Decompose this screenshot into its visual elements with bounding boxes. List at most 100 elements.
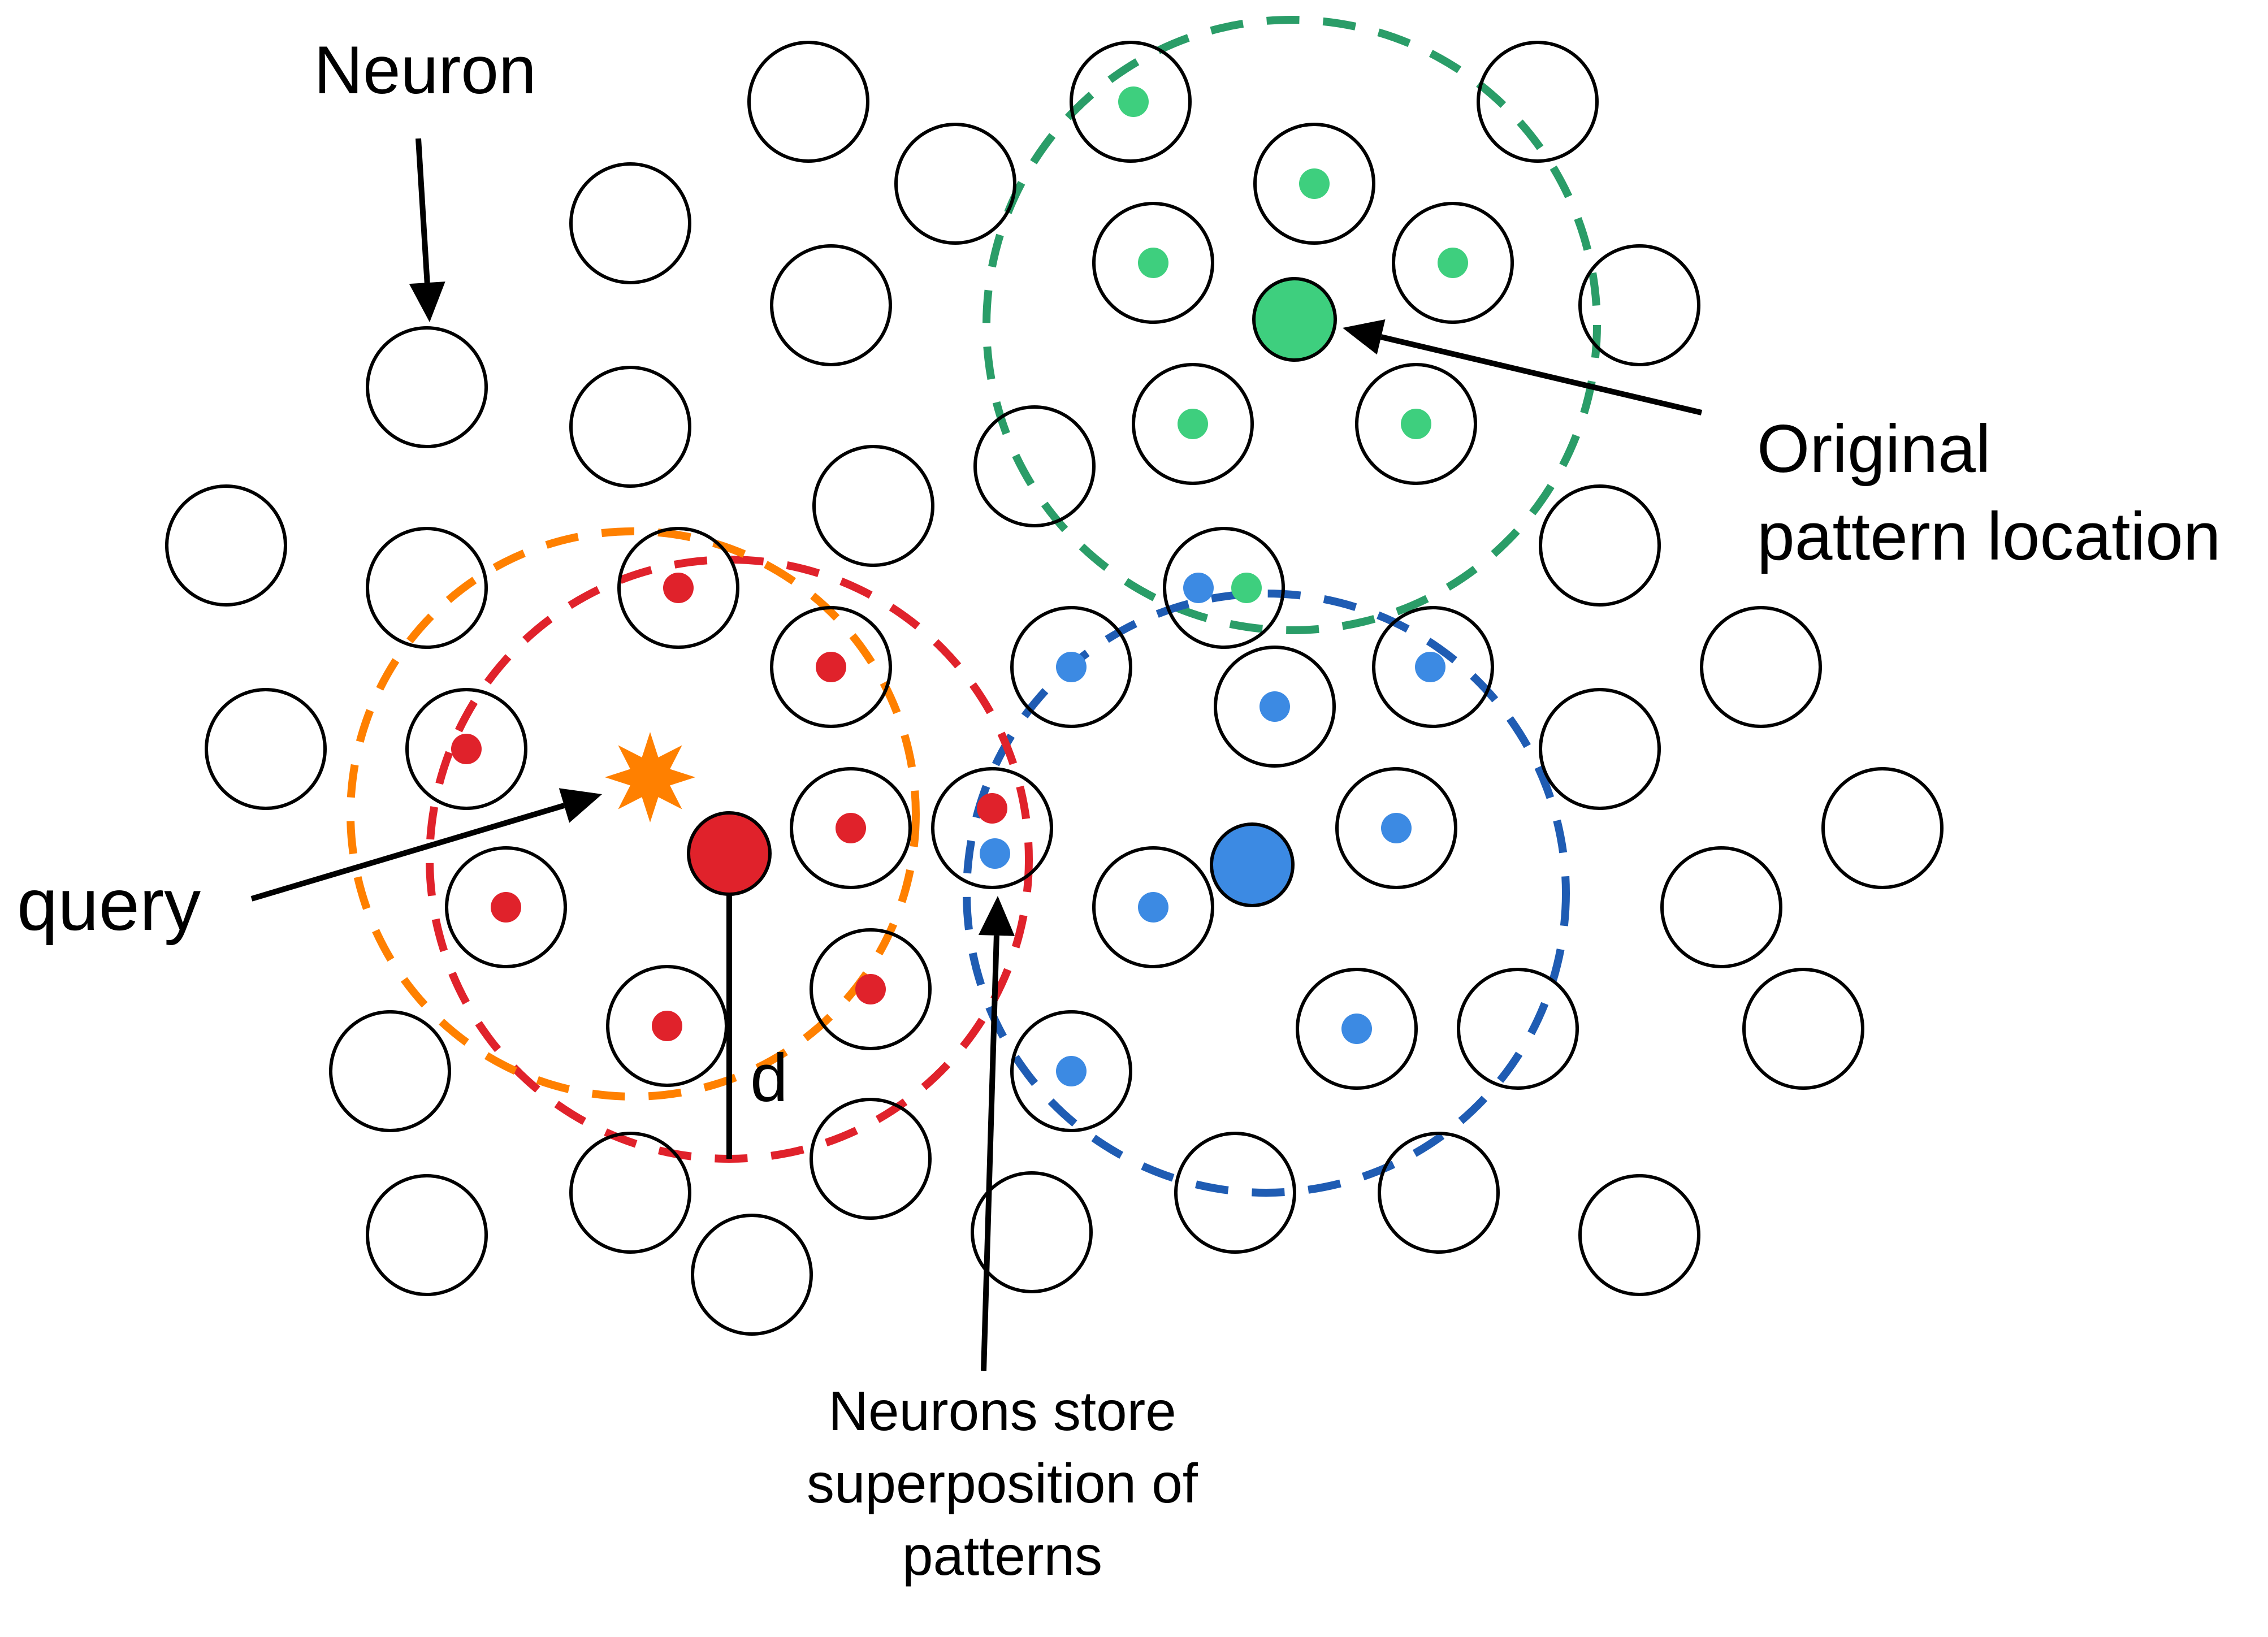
neuron-circle-icon	[1092, 202, 1214, 324]
blue-pattern-dot	[1341, 1014, 1372, 1044]
green-pattern-location-icon	[1252, 277, 1337, 362]
query-label: query	[17, 863, 201, 946]
neuron-circle-icon	[1392, 202, 1514, 324]
neuron-circle-icon	[205, 688, 327, 810]
neuron-circle-icon	[1174, 1132, 1296, 1254]
neuron-circle-icon	[165, 484, 287, 607]
neuron-circle-icon	[569, 162, 691, 284]
green-pattern-dot	[1299, 168, 1330, 199]
blue-radius-circle	[963, 590, 1570, 1197]
neuron-circle-icon	[1214, 646, 1336, 768]
neuron-label: Neuron	[314, 32, 536, 108]
neuron-circle-icon	[1092, 846, 1214, 968]
superposition-arrow-shaft	[981, 935, 999, 1371]
neuron-circle-icon	[1355, 363, 1477, 485]
distance-label: d	[750, 1040, 788, 1116]
query-arrow-shaft	[250, 803, 565, 902]
blue-pattern-dot	[1138, 892, 1168, 923]
neuron-circle-icon	[1660, 846, 1782, 968]
neuron-circle-icon	[1578, 244, 1700, 366]
neuron-circle-icon	[747, 41, 869, 163]
pattern-markers	[605, 277, 1337, 1159]
superposition-label-line3: patterns	[902, 1525, 1102, 1587]
neuron-circle-icon	[1700, 606, 1822, 728]
original-pattern-label-line1: Original	[1757, 411, 1991, 487]
blue-pattern-dot	[1381, 813, 1412, 843]
neuron-circle-icon	[790, 767, 912, 889]
red-pattern-dot	[652, 1011, 682, 1041]
neuron-circle-icon	[810, 1098, 932, 1220]
neuron-circle-icon	[770, 606, 892, 728]
neuron-arrow-shaft	[415, 138, 430, 283]
original-pattern-arrow-shaft	[1380, 334, 1703, 415]
blue-pattern-dot	[1259, 691, 1290, 722]
neuron-grid	[165, 41, 1944, 1336]
neuron-circle-icon	[1578, 1174, 1700, 1296]
neuron-circle-icon	[1010, 606, 1132, 728]
blue-pattern-dot	[1056, 1056, 1087, 1086]
superposition-arrow-head-icon	[978, 896, 1015, 936]
neuron-circle-icon	[973, 405, 1096, 527]
query-arrow	[250, 788, 602, 902]
blue-pattern-dot	[1056, 652, 1087, 682]
blue-pattern-location-icon	[1210, 822, 1295, 907]
neuron-circle-icon	[1335, 767, 1457, 889]
blue-pattern-dot	[980, 838, 1010, 869]
neuron-circle-icon	[931, 767, 1053, 889]
neuron-circle-icon	[810, 928, 932, 1050]
neuron-circle-icon	[971, 1171, 1093, 1293]
read-write-radii	[347, 16, 1601, 1197]
neuron-circle-icon	[894, 123, 1016, 245]
neuron-circle-icon	[1010, 1010, 1132, 1132]
neuron-arrow	[409, 138, 445, 322]
annotation-arrows	[250, 138, 1703, 1371]
neuron-circle-icon	[1539, 688, 1661, 810]
neuron-circle-icon	[1132, 363, 1254, 485]
neuron-circle-icon	[569, 366, 691, 488]
query-radius-circle	[347, 527, 920, 1101]
neuron-circle-icon	[329, 1010, 451, 1132]
neuron-circle-icon	[366, 1174, 488, 1296]
green-pattern-dot	[1438, 248, 1468, 278]
query-arrow-head-icon	[559, 788, 602, 823]
blue-pattern-dot	[1415, 652, 1445, 682]
neuron-circle-icon	[1477, 41, 1599, 163]
green-pattern-dot	[1231, 573, 1262, 603]
red-pattern-dot	[855, 974, 886, 1004]
red-pattern-dot	[977, 793, 1007, 824]
neuron-circle-icon	[1372, 606, 1494, 728]
red-pattern-dot	[663, 573, 694, 603]
neuron-circle-icon	[1070, 41, 1192, 163]
neuron-circle-icon	[812, 445, 934, 567]
red-pattern-dot	[836, 813, 866, 843]
neuron-circle-icon	[1457, 968, 1579, 1090]
neuron-circle-icon	[569, 1132, 691, 1254]
neuron-circle-icon	[405, 688, 527, 810]
red-pattern-dot	[491, 892, 521, 923]
neuron-arrow-head-icon	[409, 282, 445, 322]
red-pattern-dot	[816, 652, 846, 682]
neuron-circle-icon	[366, 527, 488, 649]
neuron-circle-icon	[691, 1214, 813, 1336]
red-pattern-location-icon	[687, 811, 772, 896]
neuron-circle-icon	[1296, 968, 1418, 1090]
neuron-circle-icon	[770, 244, 892, 366]
green-pattern-dot	[1138, 248, 1168, 278]
neuron-circle-icon	[1742, 968, 1864, 1090]
blue-pattern-dot	[1183, 573, 1214, 603]
red-pattern-dot	[451, 734, 482, 764]
original-pattern-arrow	[1343, 319, 1703, 415]
neuron-circle-icon	[445, 846, 567, 968]
superposition-label-line2: superposition of	[807, 1452, 1198, 1514]
superposition-arrow	[978, 896, 1015, 1371]
neuron-circle-icon	[1821, 767, 1944, 889]
green-pattern-dot	[1401, 409, 1431, 439]
original-pattern-arrow-head-icon	[1343, 319, 1386, 355]
neuron-circle-icon	[617, 527, 739, 649]
query-star-icon	[605, 732, 695, 822]
neuron-circle-icon	[366, 326, 488, 448]
green-pattern-dot	[1178, 409, 1208, 439]
neuron-circle-icon	[1253, 123, 1375, 245]
superposition-label-line1: Neurons store	[828, 1380, 1176, 1442]
